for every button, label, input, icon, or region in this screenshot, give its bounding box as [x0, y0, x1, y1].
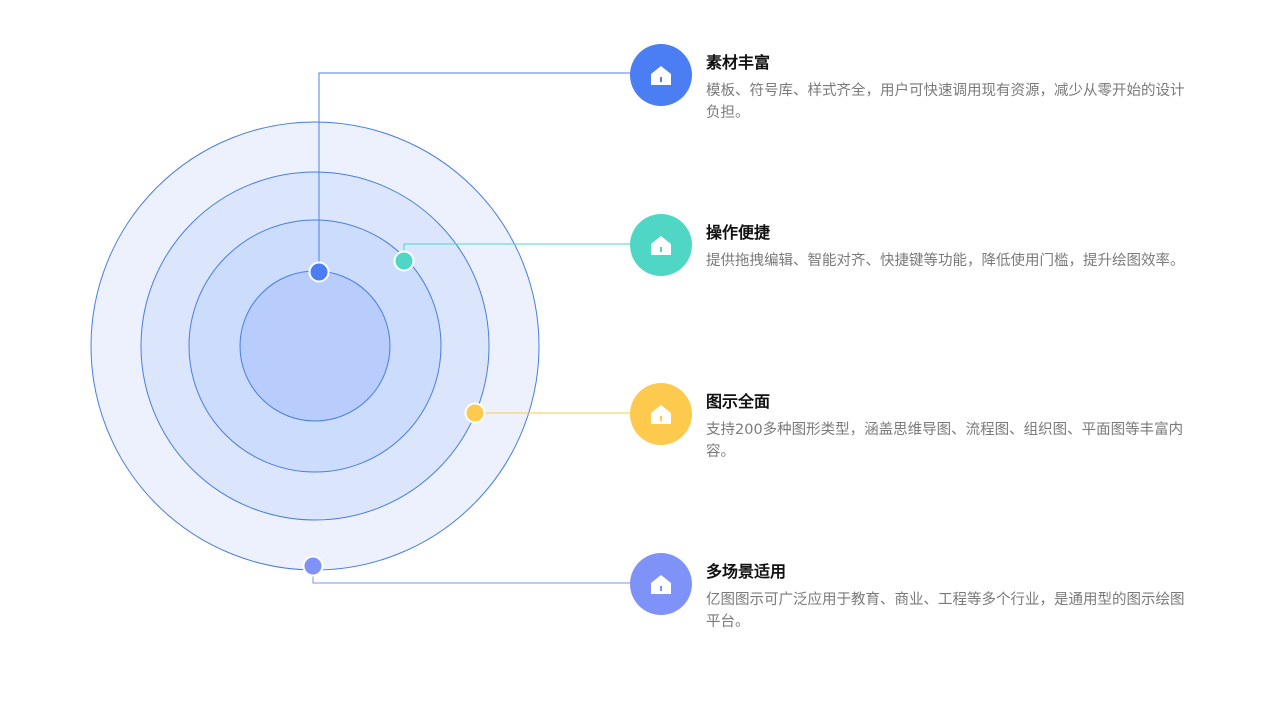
feature-item-2: 操作便捷 提供拖拽编辑、智能对齐、快捷键等功能，降低使用门槛，提升绘图效率。 — [630, 214, 1190, 314]
feature-desc-3: 支持200多种图形类型，涵盖思维导图、流程图、组织图、平面图等丰富内容。 — [706, 422, 1184, 460]
home-icon — [651, 405, 671, 424]
inner-ring — [239, 270, 391, 422]
anchor-dot-4 — [302, 555, 324, 577]
feature-badge-3 — [630, 383, 692, 445]
anchor-dot-2 — [393, 250, 415, 272]
feature-desc-2: 提供拖拽编辑、智能对齐、快捷键等功能，降低使用门槛，提升绘图效率。 — [706, 253, 1185, 269]
feature-desc-4: 亿图图示可广泛应用于教育、商业、工程等多个行业，是通用型的图示绘图平台。 — [706, 592, 1185, 630]
feature-title-4: 多场景适用 — [706, 562, 787, 581]
feature-badge-4 — [630, 553, 692, 615]
feature-badge-1 — [630, 44, 692, 106]
feature-item-1: 素材丰富 模板、符号库、样式齐全，用户可快速调用现有资源，减少从零开始的设计负担… — [630, 44, 1190, 144]
anchor-dot-1 — [308, 261, 330, 283]
anchor-dot-3 — [464, 402, 486, 424]
feature-title-1: 素材丰富 — [706, 53, 771, 72]
feature-item-3: 图示全面 支持200多种图形类型，涵盖思维导图、流程图、组织图、平面图等丰富内容… — [630, 383, 1190, 483]
feature-item-4: 多场景适用 亿图图示可广泛应用于教育、商业、工程等多个行业，是通用型的图示绘图平… — [630, 553, 1190, 653]
feature-title-2: 操作便捷 — [706, 223, 771, 242]
home-icon — [651, 575, 671, 594]
connector-line-4 — [312, 566, 640, 584]
feature-badge-2 — [630, 214, 692, 276]
home-icon — [651, 66, 671, 85]
feature-desc-1: 模板、符号库、样式齐全，用户可快速调用现有资源，减少从零开始的设计负担。 — [706, 83, 1185, 121]
feature-title-3: 图示全面 — [706, 392, 771, 411]
home-icon — [651, 236, 671, 255]
connector-line-1 — [318, 72, 640, 272]
